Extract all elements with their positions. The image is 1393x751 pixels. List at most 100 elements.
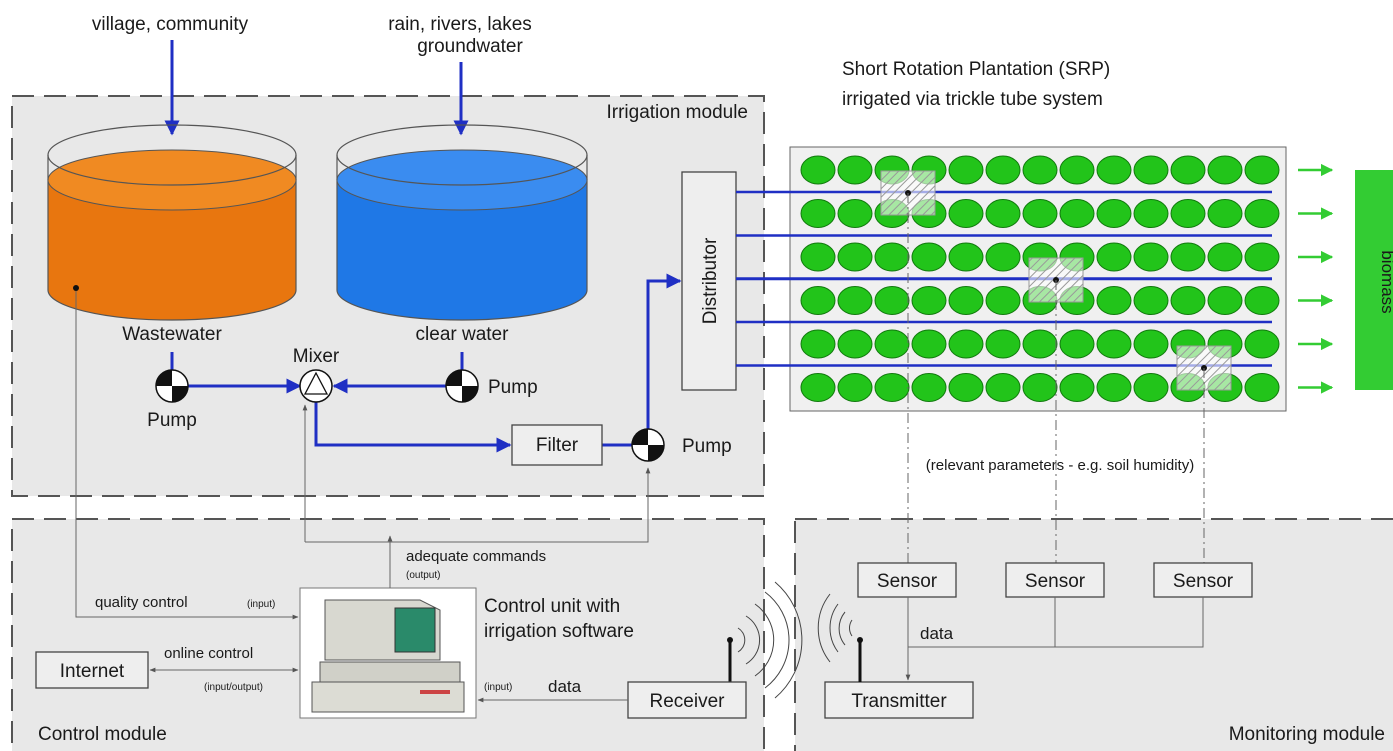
tree bbox=[1170, 286, 1206, 315]
biomass-box bbox=[1355, 170, 1393, 390]
receiver-input-tag: (input) bbox=[484, 682, 512, 693]
receiver-box bbox=[627, 681, 747, 719]
tree bbox=[1022, 329, 1058, 359]
filter-label: Filter bbox=[536, 435, 579, 456]
biomass-label: biomass bbox=[1378, 250, 1393, 313]
tree bbox=[1244, 373, 1280, 402]
tree bbox=[985, 329, 1021, 359]
tree bbox=[1022, 199, 1058, 228]
tree bbox=[1207, 286, 1243, 315]
parameters-note: (relevant parameters - e.g. soil humidit… bbox=[926, 457, 1194, 474]
tree bbox=[1244, 286, 1280, 315]
tree bbox=[1133, 242, 1169, 272]
tree bbox=[985, 242, 1021, 272]
tree bbox=[837, 329, 873, 359]
tree bbox=[948, 373, 984, 402]
tree bbox=[1096, 155, 1132, 185]
wastewater-tank-label: Wastewater bbox=[122, 324, 222, 345]
clear-water-tank bbox=[336, 124, 588, 321]
tree bbox=[1022, 373, 1058, 402]
quality-input-tag: (input) bbox=[247, 599, 275, 610]
control-module-label: Control module bbox=[38, 724, 167, 745]
pipe-pump-to-distributor bbox=[646, 273, 682, 429]
tree bbox=[1059, 373, 1095, 402]
transmitter-label: Transmitter bbox=[851, 691, 947, 712]
monitoring-data-label: data bbox=[920, 624, 954, 643]
tree bbox=[1133, 286, 1169, 315]
tree bbox=[874, 329, 910, 359]
tree bbox=[948, 329, 984, 359]
plantation-title-line1: Short Rotation Plantation (SRP) bbox=[842, 59, 1110, 80]
tree bbox=[800, 199, 836, 228]
mixer-label: Mixer bbox=[293, 346, 340, 367]
adequate-commands-label: adequate commands bbox=[406, 548, 546, 565]
sensor-1-box bbox=[857, 562, 957, 598]
commands-to-pump-line bbox=[305, 467, 651, 543]
tree bbox=[1133, 155, 1169, 185]
tree bbox=[837, 155, 873, 185]
control-unit-label-line2: irrigation software bbox=[484, 621, 634, 642]
tree bbox=[948, 242, 984, 272]
sensor-1-label: Sensor bbox=[877, 571, 938, 592]
clear-source-label-line1: rain, rivers, lakes bbox=[388, 14, 532, 35]
tree bbox=[1170, 199, 1206, 228]
quality-control-line bbox=[75, 288, 299, 620]
tree bbox=[1059, 155, 1095, 185]
tree bbox=[874, 286, 910, 315]
monitoring-module-label: Monitoring module bbox=[1229, 724, 1385, 745]
online-io-tag: (input/output) bbox=[204, 682, 263, 693]
tree bbox=[800, 155, 836, 185]
tree bbox=[985, 199, 1021, 228]
tree bbox=[1170, 155, 1206, 185]
tree bbox=[1096, 329, 1132, 359]
tree bbox=[985, 286, 1021, 315]
tree bbox=[985, 155, 1021, 185]
pump-right-icon bbox=[445, 369, 479, 403]
filter-box bbox=[511, 424, 603, 466]
pump-main-icon bbox=[631, 428, 665, 462]
tree bbox=[800, 286, 836, 315]
tree bbox=[1133, 199, 1169, 228]
tree bbox=[1022, 155, 1058, 185]
sensor-3-label: Sensor bbox=[1173, 571, 1234, 592]
biomass-arrows bbox=[1298, 163, 1334, 394]
wastewater-tank bbox=[47, 124, 297, 321]
wireless-signal-icon bbox=[727, 581, 803, 699]
tree bbox=[1096, 373, 1132, 402]
tree bbox=[1170, 242, 1206, 272]
tree bbox=[1096, 199, 1132, 228]
tree bbox=[1207, 199, 1243, 228]
mixer-icon bbox=[299, 369, 333, 403]
tree bbox=[1096, 286, 1132, 315]
quality-sensor-point bbox=[73, 285, 79, 291]
tree bbox=[911, 242, 947, 272]
pipe-mixer-to-filter bbox=[314, 402, 512, 453]
transmitter-box bbox=[824, 681, 974, 719]
sensor-3-box bbox=[1153, 562, 1253, 598]
online-control-label: online control bbox=[164, 645, 253, 662]
pump-right-label: Pump bbox=[488, 377, 538, 398]
tree bbox=[874, 373, 910, 402]
tree bbox=[1133, 329, 1169, 359]
tree bbox=[1133, 373, 1169, 402]
tree bbox=[837, 373, 873, 402]
distributor-label: Distributor bbox=[700, 237, 721, 324]
irrigation-module-label: Irrigation module bbox=[606, 102, 748, 123]
tree bbox=[948, 155, 984, 185]
transmitter-antenna-icon bbox=[817, 593, 863, 682]
sensor3-data-wire bbox=[908, 597, 1204, 648]
tree bbox=[911, 329, 947, 359]
pump-left-label: Pump bbox=[147, 410, 197, 431]
tree bbox=[800, 242, 836, 272]
control-unit-label-line1: Control unit with bbox=[484, 596, 620, 617]
tree bbox=[1244, 155, 1280, 185]
tree bbox=[1244, 329, 1280, 359]
tree bbox=[985, 373, 1021, 402]
receiver-label: Receiver bbox=[650, 691, 726, 712]
sensor-2-label: Sensor bbox=[1025, 571, 1086, 592]
tree bbox=[837, 242, 873, 272]
tree bbox=[948, 286, 984, 315]
plantation-title-line2: irrigated via trickle tube system bbox=[842, 89, 1103, 110]
tree bbox=[1244, 242, 1280, 272]
